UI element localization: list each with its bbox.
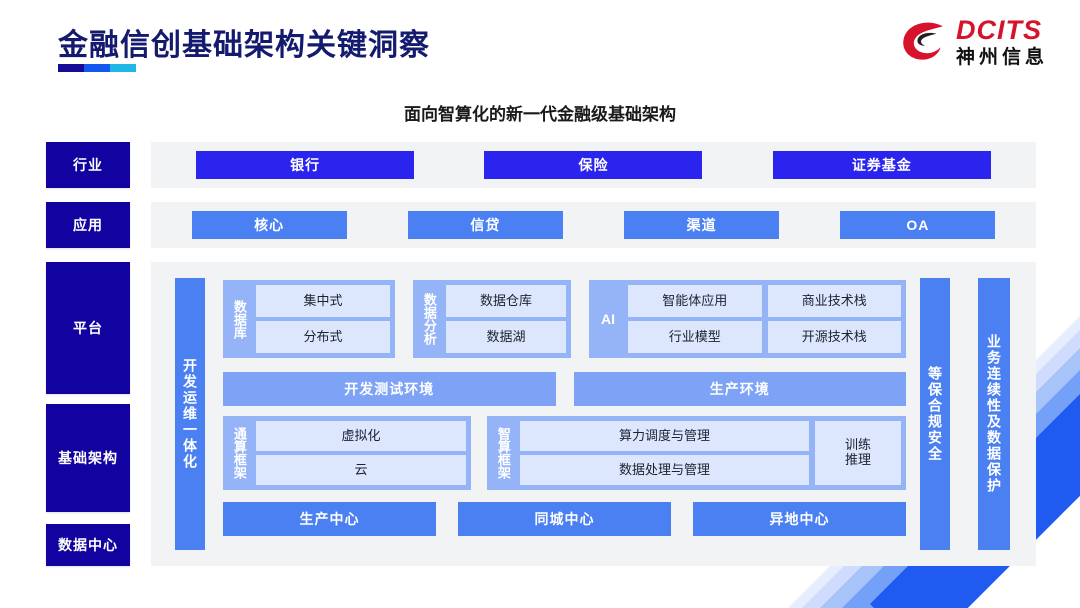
framework-row: 通算框架 虚拟化 云 智算框架 算力调度与管理 数据处理与 <box>223 416 906 490</box>
ai-column-1: 智能体应用 行业模型 <box>628 285 762 353</box>
application-cell: 渠道 <box>594 211 810 239</box>
dc-bar-production-center[interactable]: 生产中心 <box>223 502 436 536</box>
tile-cloud[interactable]: 云 <box>256 455 466 485</box>
tile-train-inference[interactable]: 训练 推理 <box>815 421 901 485</box>
slide-subtitle: 面向智算化的新一代金融级基础架构 <box>404 105 676 124</box>
application-cell: OA <box>810 211 1026 239</box>
industry-chip-insurance[interactable]: 保险 <box>484 151 703 179</box>
intelligent-compute-side: 训练 推理 <box>815 421 901 485</box>
app-chip-core[interactable]: 核心 <box>191 211 347 239</box>
group-label-intelligent-compute: 智算框架 <box>495 427 511 479</box>
architecture-diagram: 行业 银行 保险 证券基金 应用 核心 信贷 <box>46 142 1036 566</box>
group-label-data-analysis: 数据分析 <box>421 293 437 345</box>
tile-agent-application[interactable]: 智能体应用 <box>628 285 762 317</box>
dcits-swirl-icon <box>903 22 943 60</box>
logo-en-text: DCITS <box>955 15 1042 45</box>
group-items-intelligent-compute: 算力调度与管理 数据处理与管理 训练 推理 <box>520 421 901 485</box>
dcits-logo: DCITS 神州信息 <box>898 16 1048 68</box>
env-bar-production[interactable]: 生产环境 <box>573 372 906 406</box>
industry-panel: 银行 保险 证券基金 <box>151 142 1036 188</box>
platform-body-area: 平台 基础架构 数据中心 开发运维一体化 等保合规安全 业务连续性及数据保护 数… <box>46 262 1036 566</box>
tile-commercial-stack[interactable]: 商业技术栈 <box>767 285 901 317</box>
tile-data-processing[interactable]: 数据处理与管理 <box>520 455 809 485</box>
dc-bar-remote-center[interactable]: 异地中心 <box>693 502 906 536</box>
group-items-ai: 智能体应用 行业模型 商业技术栈 开源技术栈 <box>628 285 901 353</box>
tile-data-warehouse[interactable]: 数据仓库 <box>446 285 566 317</box>
tile-compute-scheduling[interactable]: 算力调度与管理 <box>520 421 809 451</box>
application-cell: 信贷 <box>377 211 593 239</box>
data-center-row: 生产中心 同城中心 异地中心 <box>223 502 906 536</box>
application-cell: 核心 <box>161 211 377 239</box>
logo-text: DCITS 神州信息 <box>955 15 1048 68</box>
group-database: 数据库 集中式 分布式 <box>223 280 395 358</box>
group-items-general-compute: 虚拟化 云 <box>256 421 466 485</box>
app-chip-oa[interactable]: OA <box>840 211 996 239</box>
dc-bar-metro-center[interactable]: 同城中心 <box>458 502 671 536</box>
environment-row: 开发测试环境 生产环境 <box>223 372 906 406</box>
page-title: 金融信创基础架构关键洞察 <box>58 29 430 62</box>
application-panel: 核心 信贷 渠道 OA <box>151 202 1036 248</box>
group-ai: AI 智能体应用 行业模型 商业技术栈 开源技术栈 <box>589 280 906 358</box>
vertical-bar-security[interactable]: 等保合规安全 <box>920 278 950 550</box>
ai-column-2: 商业技术栈 开源技术栈 <box>767 285 901 353</box>
application-row: 应用 核心 信贷 渠道 OA <box>46 202 1036 248</box>
industry-cell: 证券基金 <box>738 151 1026 179</box>
vertical-bar-continuity[interactable]: 业务连续性及数据保护 <box>978 278 1010 550</box>
group-data-analysis: 数据分析 数据仓库 数据湖 <box>413 280 571 358</box>
tile-distributed[interactable]: 分布式 <box>256 321 390 353</box>
row-label-industry: 行业 <box>46 142 130 188</box>
tile-centralized[interactable]: 集中式 <box>256 285 390 317</box>
env-bar-dev-test[interactable]: 开发测试环境 <box>223 372 556 406</box>
industry-cell: 保险 <box>449 151 737 179</box>
row-label-platform: 平台 <box>46 262 130 394</box>
rule-segment-2 <box>84 64 110 72</box>
rule-segment-3 <box>110 64 136 72</box>
title-underline-rule <box>58 64 136 72</box>
group-label-general-compute: 通算框架 <box>231 427 247 479</box>
row-label-application: 应用 <box>46 202 130 248</box>
industry-row: 行业 银行 保险 证券基金 <box>46 142 1036 188</box>
industry-chip-bank[interactable]: 银行 <box>196 151 415 179</box>
side-label-stack: 平台 基础架构 数据中心 <box>46 262 130 566</box>
vertical-bar-devops[interactable]: 开发运维一体化 <box>175 278 205 550</box>
tile-virtualization[interactable]: 虚拟化 <box>256 421 466 451</box>
industry-cell: 银行 <box>161 151 449 179</box>
industry-chip-securities[interactable]: 证券基金 <box>772 151 991 179</box>
slide-header: 金融信创基础架构关键洞察 DCITS 神州信息 <box>0 0 1080 92</box>
logo-cn-text: 神州信息 <box>955 47 1048 68</box>
platform-top-row: 数据库 集中式 分布式 数据分析 数据仓库 数据湖 <box>223 280 906 358</box>
row-label-data-center: 数据中心 <box>46 524 130 566</box>
platform-content-column: 数据库 集中式 分布式 数据分析 数据仓库 数据湖 <box>223 280 906 548</box>
intelligent-compute-main: 算力调度与管理 数据处理与管理 <box>520 421 809 485</box>
app-chip-credit[interactable]: 信贷 <box>407 211 563 239</box>
group-intelligent-compute: 智算框架 算力调度与管理 数据处理与管理 训练 推理 <box>487 416 906 490</box>
group-items-data-analysis: 数据仓库 数据湖 <box>446 285 566 353</box>
tile-industry-model[interactable]: 行业模型 <box>628 321 762 353</box>
platform-panel: 开发运维一体化 等保合规安全 业务连续性及数据保护 数据库 集中式 分布式 <box>151 262 1036 566</box>
tile-opensource-stack[interactable]: 开源技术栈 <box>767 321 901 353</box>
tile-data-lake[interactable]: 数据湖 <box>446 321 566 353</box>
row-label-infrastructure: 基础架构 <box>46 404 130 512</box>
group-general-compute: 通算框架 虚拟化 云 <box>223 416 471 490</box>
group-label-database: 数据库 <box>231 299 247 339</box>
app-chip-channel[interactable]: 渠道 <box>624 211 780 239</box>
group-items-database: 集中式 分布式 <box>256 285 390 353</box>
group-label-ai: AI <box>601 310 615 327</box>
rule-segment-1 <box>58 64 84 72</box>
